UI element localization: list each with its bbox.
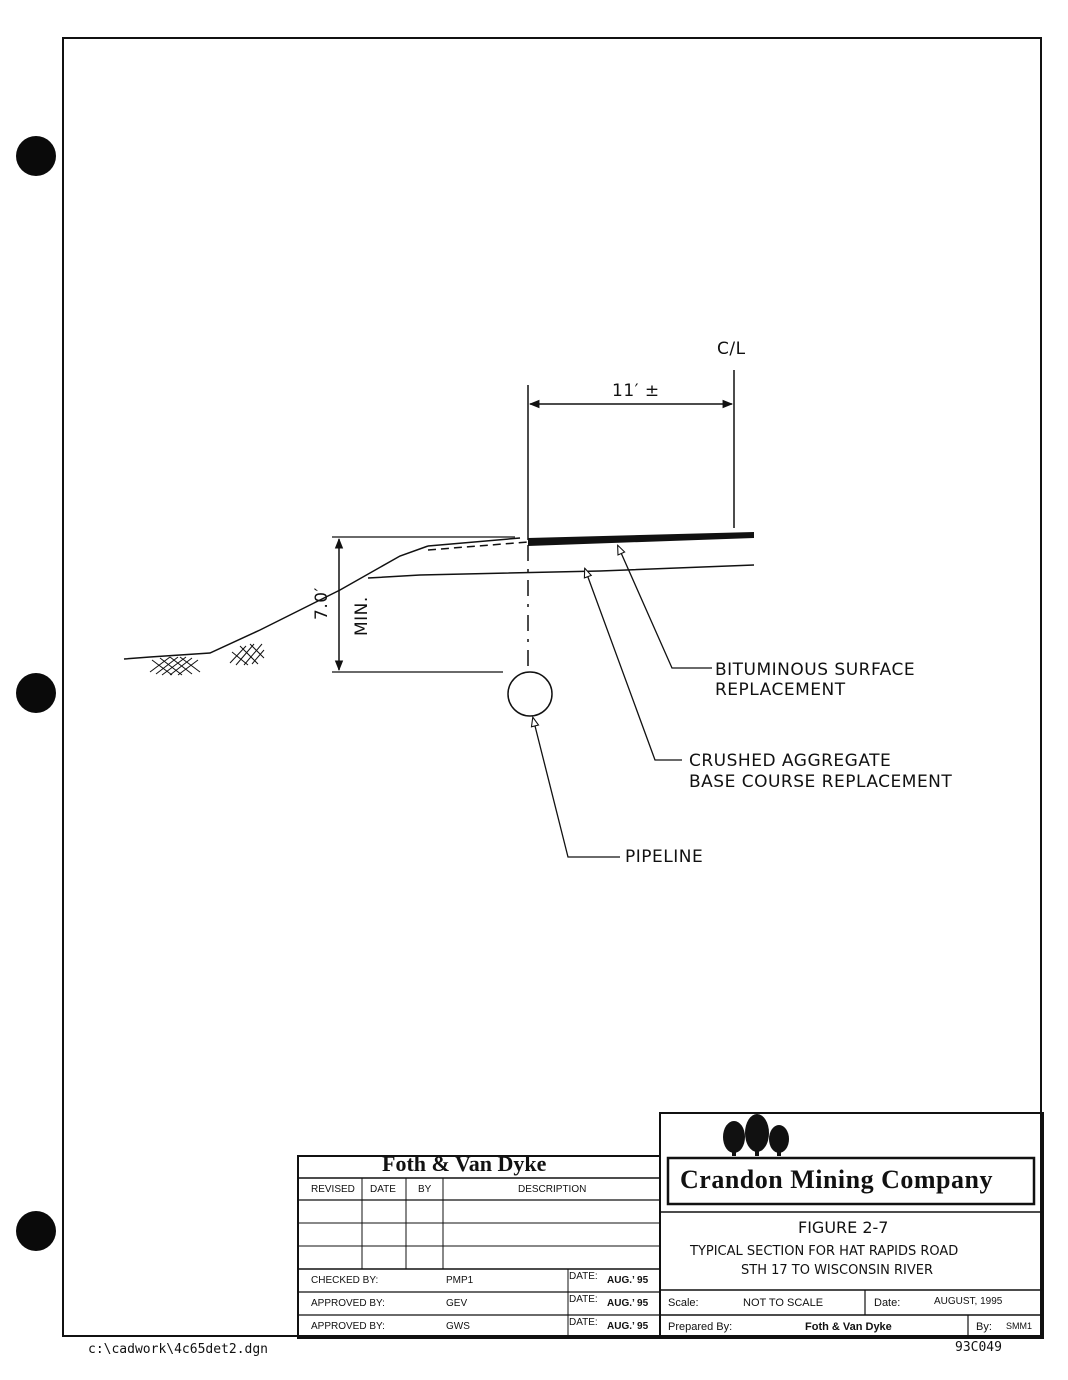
rev-header-date: DATE bbox=[370, 1184, 396, 1195]
ground-hatch-left bbox=[149, 656, 201, 676]
approved-date-label-2: DATE: bbox=[569, 1317, 598, 1328]
base-leader bbox=[585, 569, 682, 761]
prepared-by-label: Prepared By: bbox=[668, 1321, 733, 1333]
base-course-bottom bbox=[367, 564, 755, 579]
date-label: Date: bbox=[874, 1297, 901, 1309]
scale-label: Scale: bbox=[668, 1297, 699, 1309]
by-value: SMM1 bbox=[1006, 1321, 1033, 1331]
width-dimension-label: 11′ ± bbox=[612, 381, 660, 401]
binder-hole-bottom bbox=[16, 1211, 56, 1251]
pipeline-leader bbox=[533, 718, 620, 858]
pipeline-circle bbox=[507, 671, 553, 717]
approved-date-2: AUG.’ 95 bbox=[607, 1321, 649, 1332]
approved-by-label-2: APPROVED BY: bbox=[311, 1321, 385, 1332]
centerline-label: C/L bbox=[717, 339, 746, 359]
prepared-by-value: Foth & Van Dyke bbox=[805, 1321, 892, 1333]
approved-by-label-1: APPROVED BY: bbox=[311, 1298, 385, 1309]
drawing-number: 93C049 bbox=[955, 1340, 1002, 1355]
surface-leader bbox=[618, 546, 712, 669]
approved-date-1: AUG.’ 95 bbox=[607, 1298, 649, 1309]
checked-by-name: PMP1 bbox=[446, 1275, 474, 1286]
file-path: c:\cadwork\4c65det2.dgn bbox=[88, 1342, 269, 1357]
figure-title-line2: STH 17 TO WISCONSIN RIVER bbox=[741, 1263, 934, 1278]
surface-dashed bbox=[427, 541, 529, 551]
date-value: AUGUST, 1995 bbox=[934, 1296, 1003, 1307]
bituminous-surface-label-2: REPLACEMENT bbox=[715, 680, 846, 700]
bituminous-surface-label: BITUMINOUS SURFACE bbox=[715, 660, 916, 680]
base-course-label-2: BASE COURSE REPLACEMENT bbox=[689, 772, 953, 792]
depth-dimension-label: 7.0′ bbox=[312, 587, 332, 620]
checked-date-label: DATE: bbox=[569, 1271, 598, 1282]
rev-header-by: BY bbox=[418, 1184, 432, 1195]
ground-hatch-right bbox=[229, 643, 265, 666]
depth-min-label: MIN. bbox=[352, 596, 372, 636]
approved-by-name-2: GWS bbox=[446, 1321, 470, 1332]
binder-hole-top bbox=[16, 136, 56, 176]
title-block-grid bbox=[659, 1112, 1044, 1339]
rev-header-description: DESCRIPTION bbox=[518, 1184, 587, 1195]
pipeline-label: PIPELINE bbox=[625, 847, 704, 867]
approved-date-label-1: DATE: bbox=[569, 1294, 598, 1305]
checked-by-label: CHECKED BY: bbox=[311, 1275, 379, 1286]
revision-firm-name: Foth & Van Dyke bbox=[382, 1151, 547, 1176]
company-name: Crandon Mining Company bbox=[680, 1165, 993, 1194]
approved-by-name-1: GEV bbox=[446, 1298, 468, 1309]
binder-hole-middle bbox=[16, 673, 56, 713]
figure-number: FIGURE 2-7 bbox=[798, 1218, 889, 1237]
base-course-label: CRUSHED AGGREGATE bbox=[689, 751, 892, 771]
scale-value: NOT TO SCALE bbox=[743, 1297, 824, 1309]
tree-logo-icon bbox=[723, 1114, 789, 1156]
figure-title-line1: TYPICAL SECTION FOR HAT RAPIDS ROAD bbox=[690, 1244, 959, 1259]
drawing-border bbox=[62, 37, 1042, 1337]
rev-header-revised: REVISED bbox=[311, 1184, 355, 1195]
ditch-slope bbox=[123, 545, 429, 660]
shoulder-top bbox=[427, 537, 521, 547]
by-label: By: bbox=[976, 1321, 992, 1333]
checked-date: AUG.’ 95 bbox=[607, 1275, 649, 1286]
bituminous-surface bbox=[528, 532, 754, 546]
